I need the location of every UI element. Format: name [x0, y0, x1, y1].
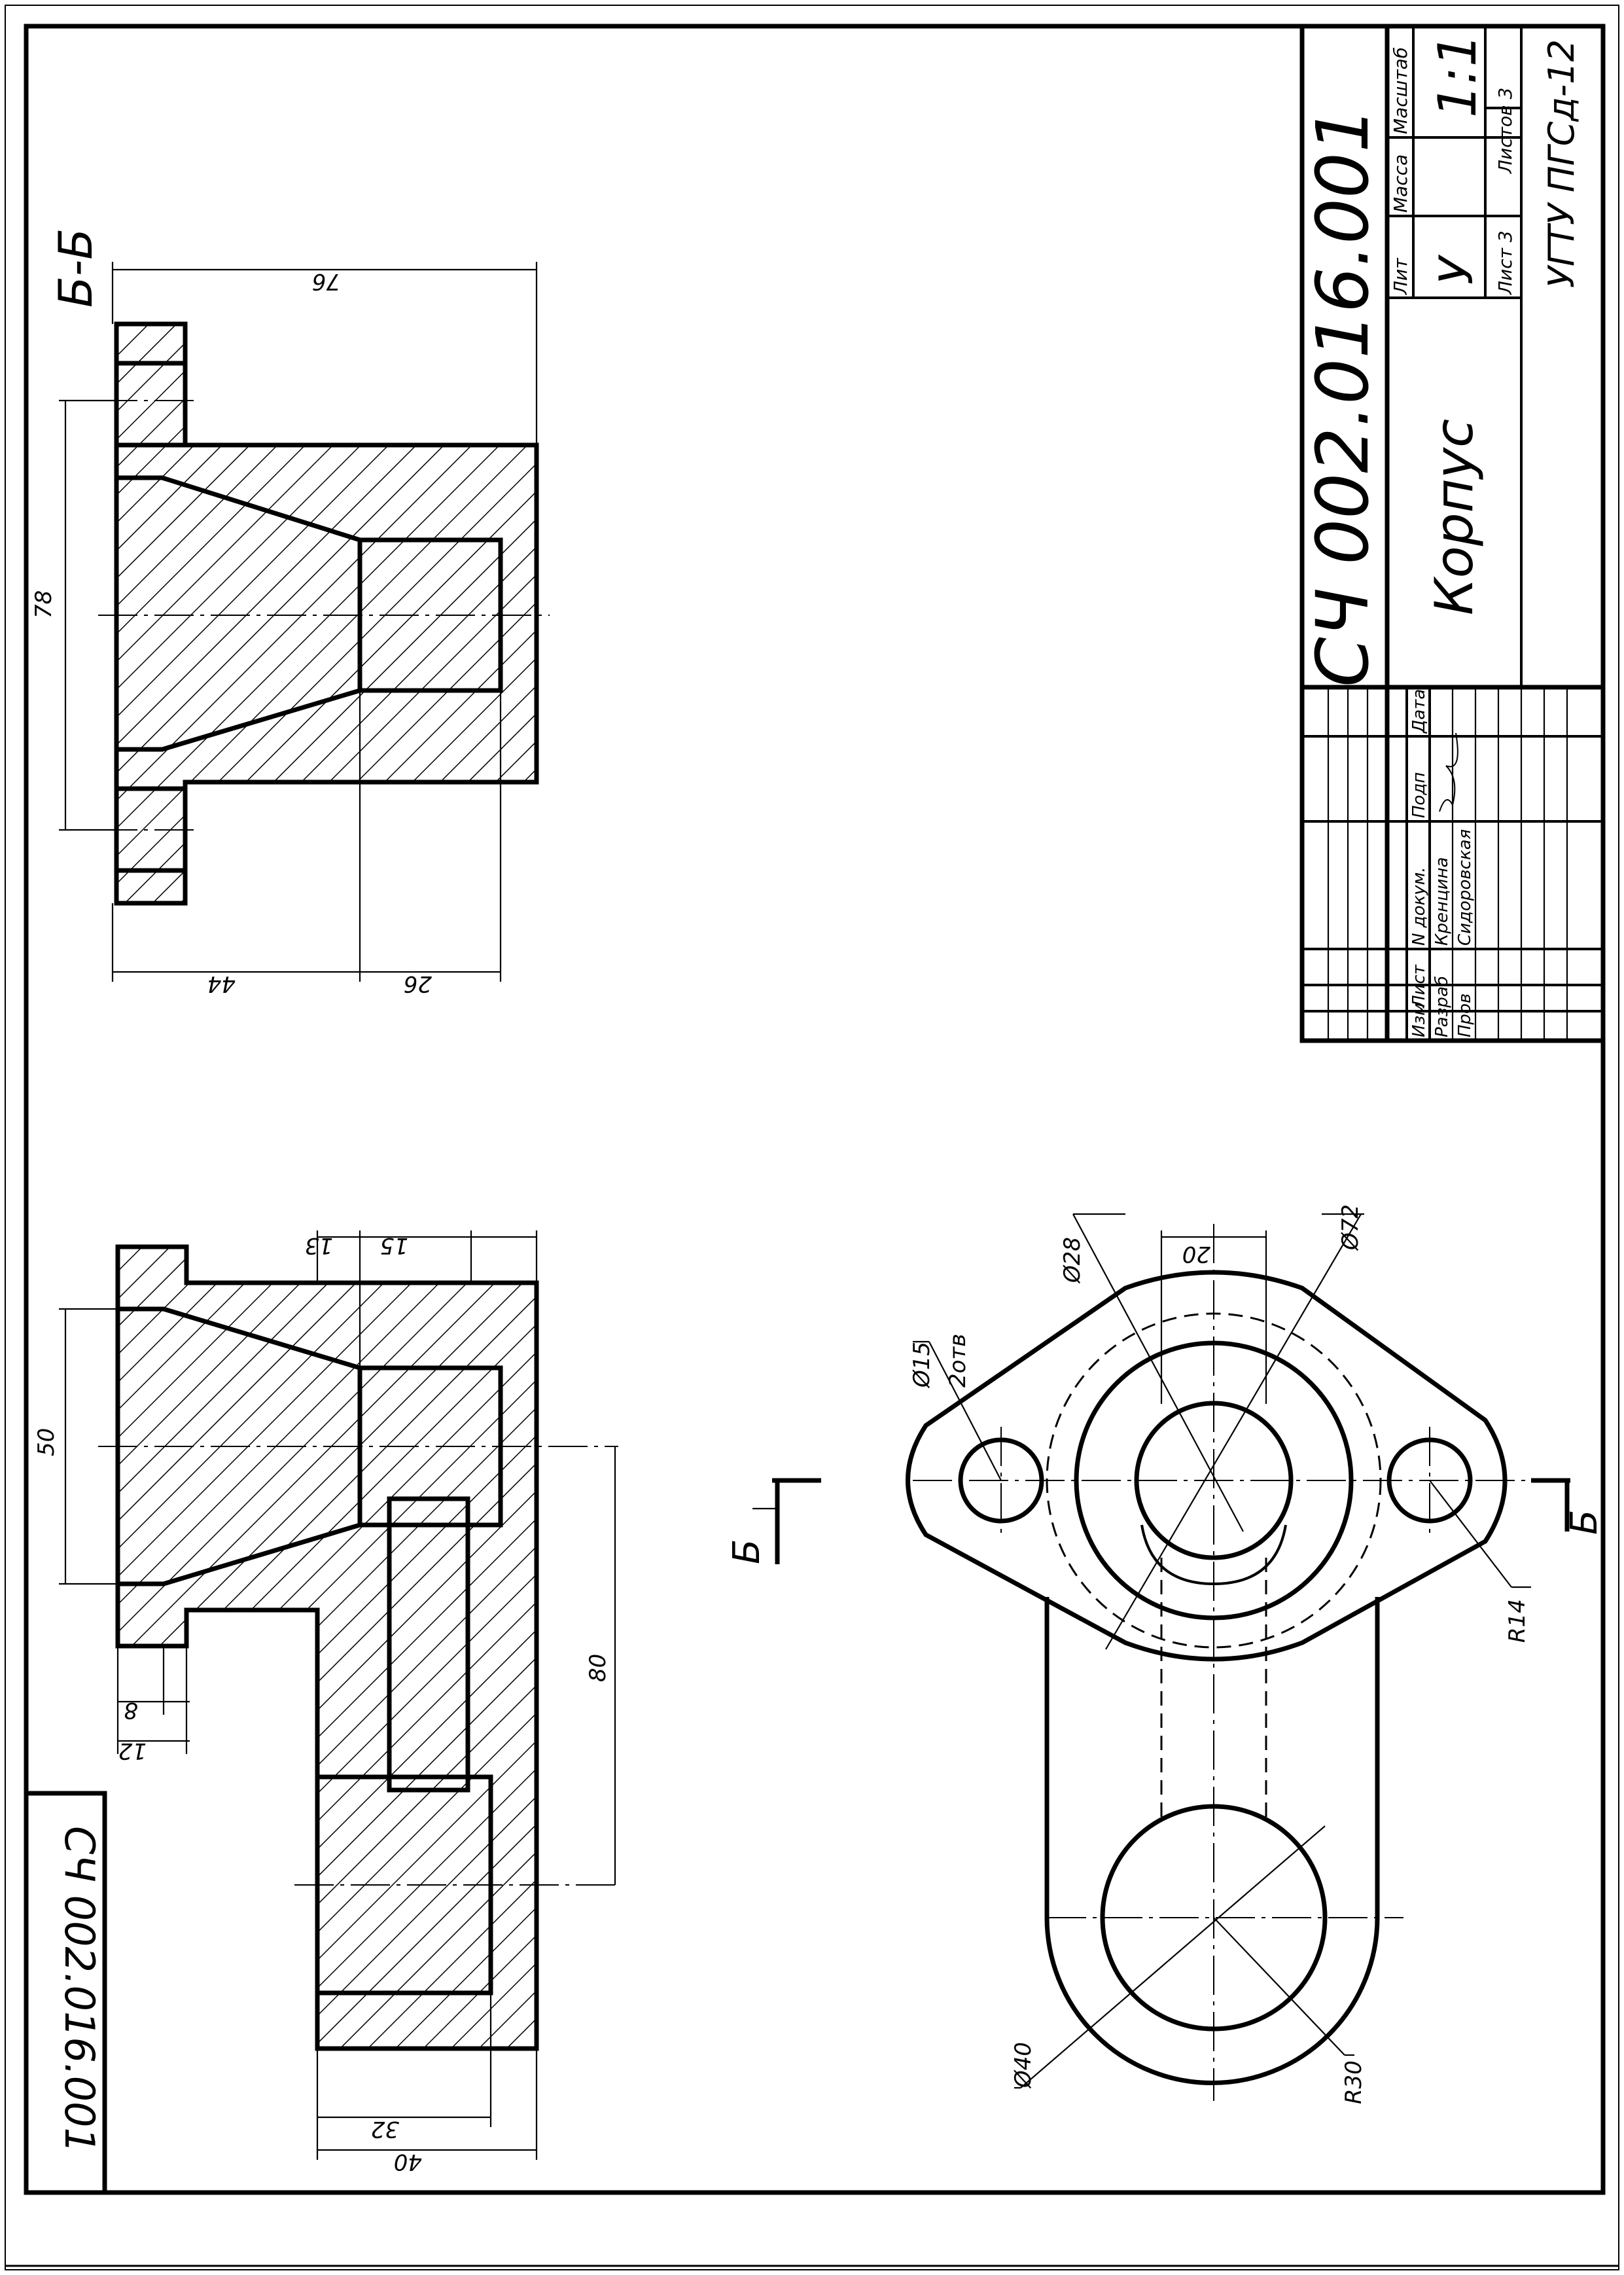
dim-76: 76: [312, 268, 340, 295]
dim-d72: Ø72: [1337, 1204, 1364, 1251]
dim-8: 8: [124, 1697, 138, 1723]
lit-value: У: [1430, 254, 1483, 285]
dim-2holes: 2отв: [945, 1334, 971, 1388]
corner-stamp-box: [24, 1791, 107, 2195]
dim-44: 44: [207, 971, 236, 997]
hdr-scale: Масштаб: [1390, 47, 1411, 134]
dim-d15: Ø15: [909, 1342, 935, 1389]
section-dimensions: [59, 262, 538, 982]
dim-12: 12: [118, 1738, 147, 1764]
dim-80: 80: [585, 1654, 611, 1682]
title-designation: СЧ 002.016.001: [1301, 107, 1385, 687]
col-sign: Подп: [1409, 772, 1429, 818]
plan-view: [906, 1224, 1531, 2101]
front-view: [98, 1244, 618, 2051]
dim-26: 26: [404, 971, 432, 997]
dim-r14: R14: [1504, 1599, 1530, 1643]
hdr-mass: Масса: [1390, 154, 1411, 213]
cutting-plane-marks: [752, 1478, 1570, 1564]
section-view-b: [98, 321, 550, 906]
outer-frame: [5, 5, 1619, 2270]
dim-20: 20: [1182, 1241, 1210, 1267]
title-block: [1299, 24, 1606, 1043]
dim-40: 40: [394, 2149, 422, 2175]
sheet-label: Лист 3: [1494, 230, 1516, 295]
row-check: Пров: [1455, 994, 1475, 1037]
dev-name: Кренцина: [1432, 857, 1452, 946]
col-izm: Изм: [1409, 1003, 1429, 1037]
sheets-label: Листов 3: [1494, 88, 1516, 174]
cut-mark-right: Б: [1563, 1510, 1606, 1535]
col-list: Лист: [1409, 964, 1429, 1009]
front-dimensions: [59, 1230, 616, 2160]
row-dev: Разраб: [1432, 976, 1452, 1037]
inner-frame: [24, 24, 1606, 2195]
dim-78: 78: [31, 590, 57, 618]
title-organization: УГТУ ПГСд-12: [1541, 39, 1582, 288]
section-label: Б-Б: [49, 228, 103, 308]
hdr-lit: Лит: [1390, 258, 1411, 295]
cut-mark-left: Б: [726, 1539, 768, 1564]
col-doc: N докум.: [1409, 867, 1429, 946]
plan-dimensions: [913, 1213, 1531, 2089]
dim-d40: Ø40: [1010, 2042, 1036, 2089]
check-name: Сидоровская: [1455, 829, 1475, 946]
dim-15: 15: [380, 1232, 408, 1259]
title-part-name: Корпус: [1424, 419, 1485, 615]
dim-d28: Ø28: [1059, 1237, 1086, 1284]
dim-13: 13: [305, 1232, 333, 1259]
dim-50: 50: [33, 1428, 60, 1456]
dim-r30: R30: [1341, 2060, 1367, 2104]
scale-value: 1:1: [1427, 33, 1488, 118]
signature-mark: [1439, 732, 1458, 812]
corner-stamp: СЧ 002.016.001: [56, 1826, 103, 2153]
col-date: Дата: [1409, 689, 1429, 734]
dim-32: 32: [371, 2116, 399, 2142]
